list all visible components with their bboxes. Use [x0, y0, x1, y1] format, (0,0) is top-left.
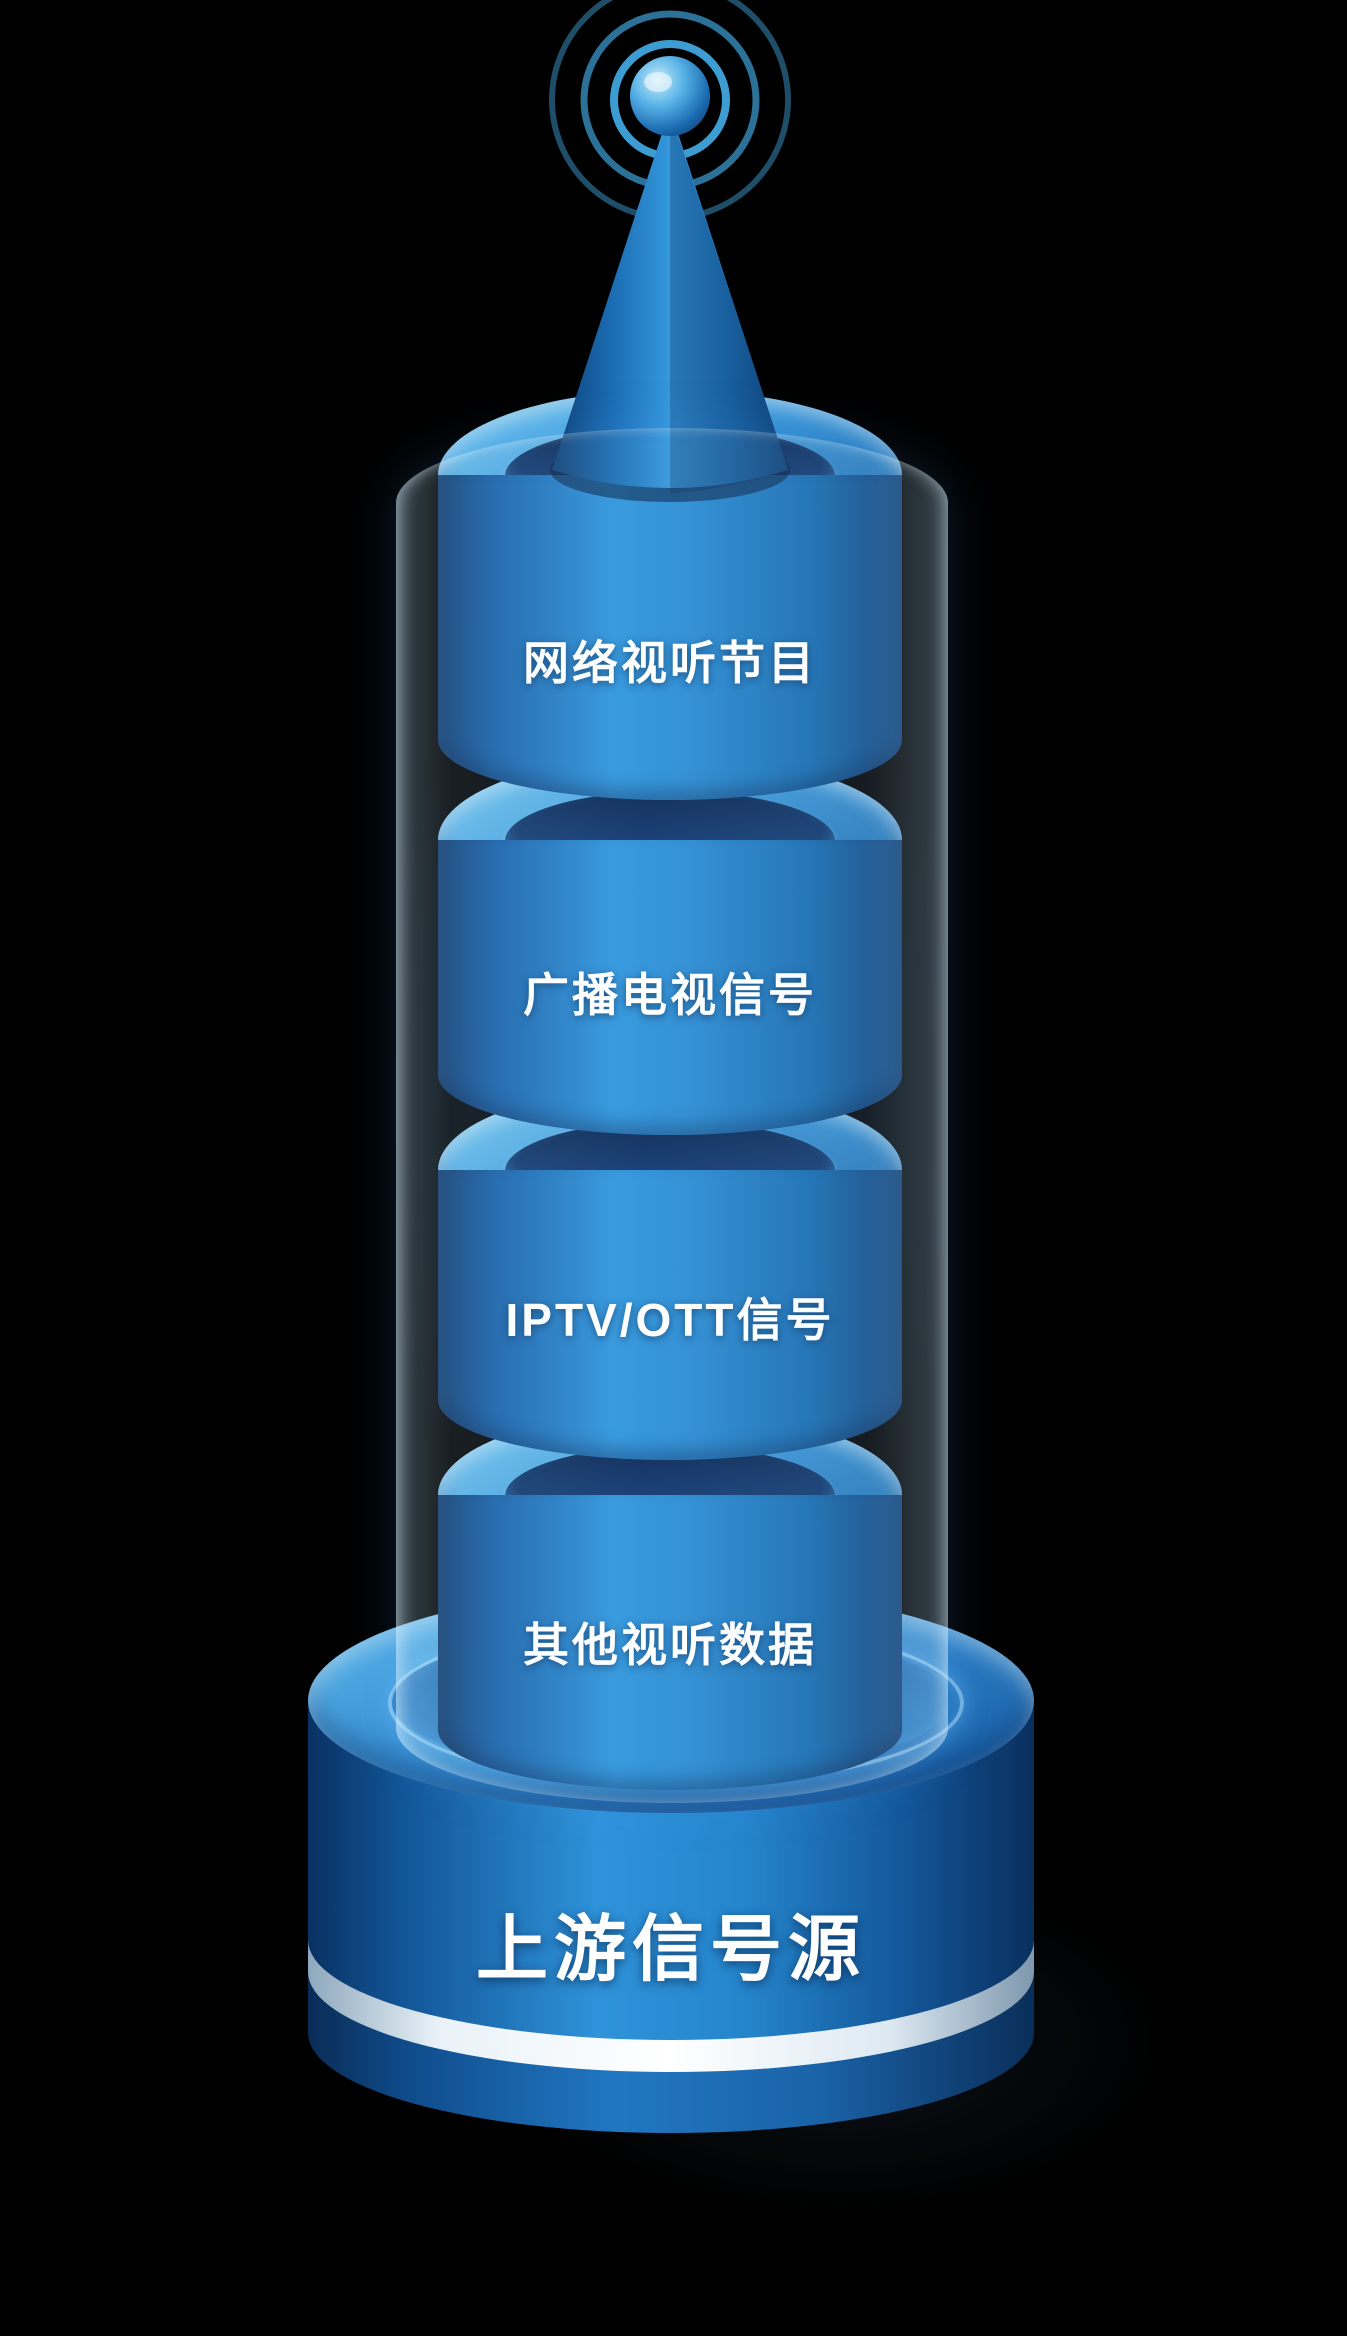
antenna-cone: [552, 112, 788, 488]
segment-body: [438, 475, 902, 800]
segment-label: 网络视听节目: [523, 637, 817, 689]
segment-body: [438, 1495, 902, 1790]
antenna-cone-shade: [670, 112, 788, 494]
segment-body: [438, 1170, 902, 1460]
antenna-with-signal-waves-icon: [549, 0, 791, 502]
antenna-ball-highlight: [644, 72, 672, 92]
segment-label: 其他视听数据: [523, 1619, 817, 1671]
base-label: 上游信号源: [475, 1910, 866, 1990]
segment-label: 广播电视信号: [523, 969, 817, 1021]
segment-body: [438, 840, 902, 1135]
segment-label: IPTV/OTT信号: [505, 1294, 835, 1346]
antenna-ball: [630, 56, 710, 136]
